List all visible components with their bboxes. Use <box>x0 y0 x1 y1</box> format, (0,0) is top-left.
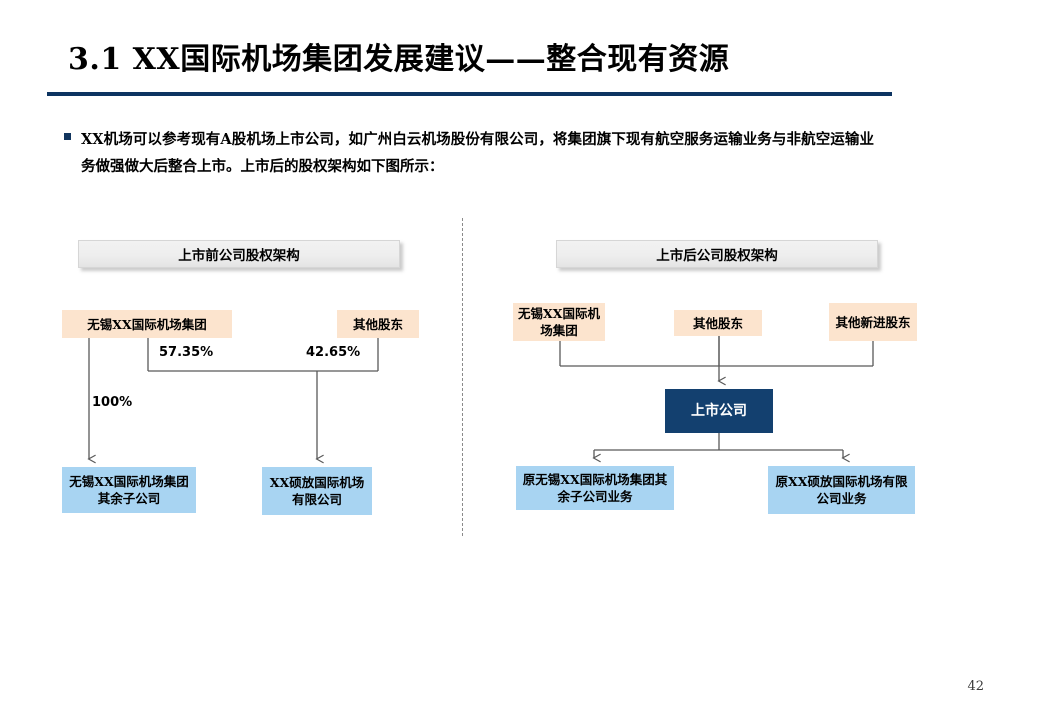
square-bullet-icon <box>64 133 71 140</box>
banner-after-listing: 上市后公司股权架构 <box>556 240 878 268</box>
page-number: 42 <box>967 679 984 694</box>
box-before-group: 无锡XX国际机场集团 <box>62 310 232 338</box>
box-before-other-shareholders: 其他股东 <box>337 310 419 338</box>
label-percent-42-65: 42.65% <box>306 345 361 360</box>
box-before-shuofang-airport: XX硕放国际机场有限公司 <box>262 467 372 515</box>
box-after-group: 无锡XX国际机场集团 <box>513 303 605 341</box>
label-percent-100: 100% <box>92 395 133 410</box>
banner-before-listing: 上市前公司股权架构 <box>78 240 400 268</box>
box-after-other-shareholders: 其他股东 <box>674 310 762 336</box>
label-percent-57-35: 57.35% <box>159 345 214 360</box>
box-before-remaining-subsidiaries: 无锡XX国际机场集团其余子公司 <box>62 467 196 513</box>
vertical-dashed-divider <box>462 218 463 536</box>
bullet-paragraph: XX机场可以参考现有A股机场上市公司，如广州白云机场股份有限公司，将集团旗下现有… <box>64 126 874 180</box>
title-underline-rule <box>47 92 892 96</box>
box-after-subsidiaries-business: 原无锡XX国际机场集团其余子公司业务 <box>516 466 674 510</box>
bullet-text: XX机场可以参考现有A股机场上市公司，如广州白云机场股份有限公司，将集团旗下现有… <box>81 131 874 175</box>
box-listed-company: 上市公司 <box>665 389 773 433</box>
box-after-new-shareholders: 其他新进股东 <box>829 303 917 341</box>
page-title: 3.1 XX国际机场集团发展建议——整合现有资源 <box>68 42 730 77</box>
box-after-shuofang-business: 原XX硕放国际机场有限公司业务 <box>768 466 915 514</box>
